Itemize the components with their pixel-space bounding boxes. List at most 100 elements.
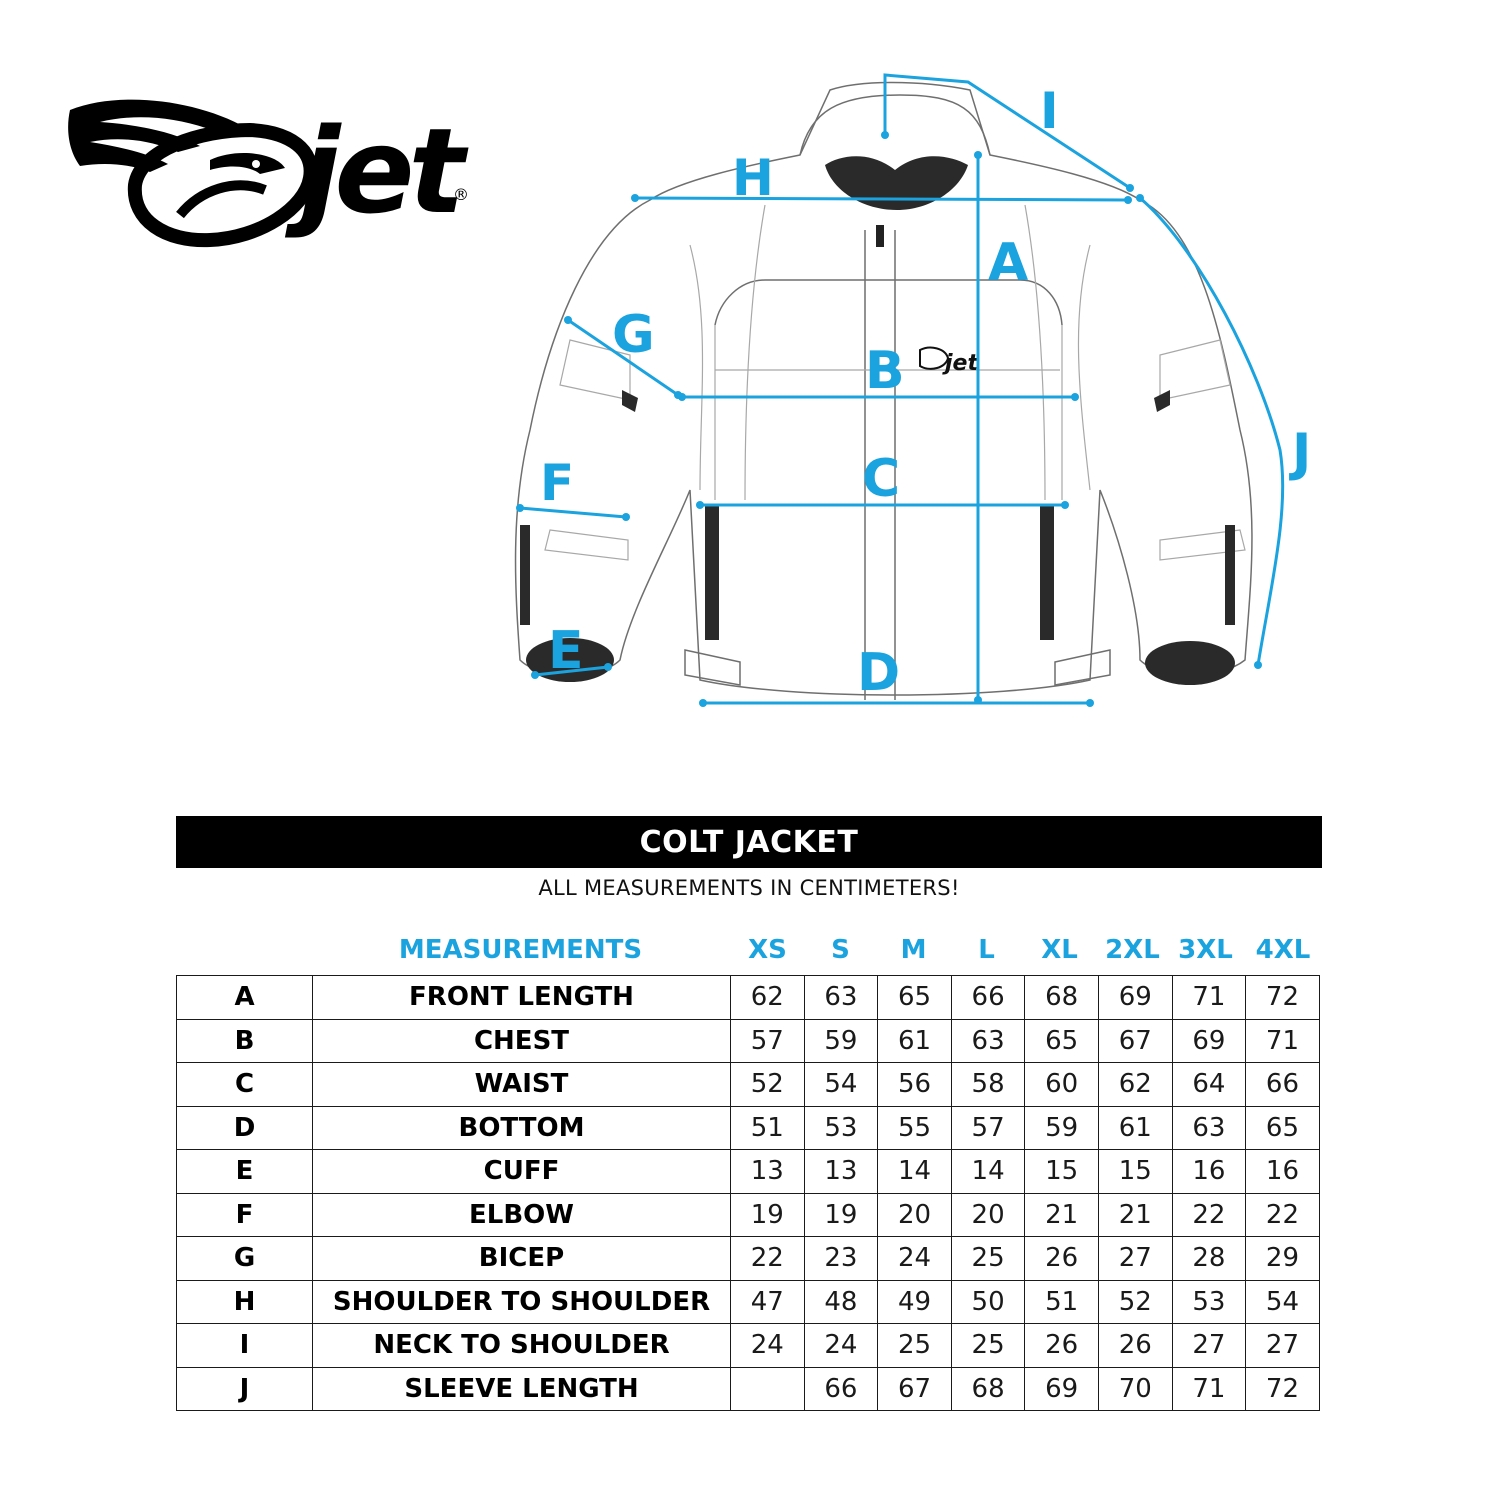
measurement-code: C <box>176 1062 313 1107</box>
product-title: COLT JACKET <box>639 824 859 860</box>
measurement-value: 69 <box>1097 975 1173 1020</box>
measurement-value: 71 <box>1245 1018 1320 1063</box>
measurement-value: 16 <box>1245 1149 1320 1194</box>
measurement-value: 13 <box>730 1149 805 1194</box>
measurement-value <box>730 1366 805 1411</box>
measurement-name: SHOULDER TO SHOULDER <box>312 1279 731 1324</box>
measurement-value: 65 <box>1245 1105 1320 1150</box>
measurement-value: 21 <box>1097 1192 1173 1237</box>
size-header-l: L <box>978 935 995 965</box>
measurement-value: 53 <box>1171 1279 1247 1324</box>
jacket-measurement-diagram: jet A B C <box>514 73 1311 707</box>
measurement-value: 54 <box>1245 1279 1320 1324</box>
measurement-lines <box>516 73 1285 707</box>
measurement-value: 62 <box>1097 1062 1173 1107</box>
measurement-value: 51 <box>1024 1279 1099 1324</box>
measurement-value: 26 <box>1024 1323 1099 1368</box>
measurement-value: 52 <box>730 1062 805 1107</box>
eagle-wing-icon <box>68 99 318 248</box>
label-e: E <box>548 621 584 681</box>
measurement-value: 24 <box>730 1323 805 1368</box>
measurement-name: WAIST <box>312 1062 731 1107</box>
measurement-value: 24 <box>877 1236 952 1281</box>
measurement-name: CHEST <box>312 1018 731 1063</box>
measurement-value: 14 <box>877 1149 952 1194</box>
measurement-code: E <box>176 1149 313 1194</box>
measurement-value: 48 <box>803 1279 879 1324</box>
measurement-value: 54 <box>803 1062 879 1107</box>
registered-mark: ® <box>453 185 469 204</box>
measurement-value: 59 <box>1024 1105 1099 1150</box>
size-header-xs: XS <box>748 935 787 965</box>
measurement-value: 28 <box>1171 1236 1247 1281</box>
measurement-value: 72 <box>1245 1366 1320 1411</box>
measurement-value: 25 <box>950 1323 1026 1368</box>
measurement-value: 66 <box>803 1366 879 1411</box>
measurement-value: 22 <box>1245 1192 1320 1237</box>
measurement-code: B <box>176 1018 313 1063</box>
measurement-value: 23 <box>803 1236 879 1281</box>
label-j: J <box>1289 423 1311 483</box>
measurement-value: 16 <box>1171 1149 1247 1194</box>
measurement-value: 61 <box>1097 1105 1173 1150</box>
measurement-value: 69 <box>1171 1018 1247 1063</box>
measurement-value: 19 <box>730 1192 805 1237</box>
measurement-value: 57 <box>730 1018 805 1063</box>
measurement-name: SLEEVE LENGTH <box>312 1366 731 1411</box>
measurement-name: BICEP <box>312 1236 731 1281</box>
measurement-code: H <box>176 1279 313 1324</box>
label-c: C <box>862 449 900 509</box>
measurement-value: 26 <box>1097 1323 1173 1368</box>
measurement-code: D <box>176 1105 313 1150</box>
measurement-value: 68 <box>1024 975 1099 1020</box>
measurement-value: 50 <box>950 1279 1026 1324</box>
measurement-value: 19 <box>803 1192 879 1237</box>
measurement-value: 22 <box>730 1236 805 1281</box>
measurement-value: 66 <box>950 975 1026 1020</box>
measurement-value: 25 <box>877 1323 952 1368</box>
measurement-value: 65 <box>1024 1018 1099 1063</box>
measurement-value: 65 <box>877 975 952 1020</box>
measurement-value: 27 <box>1097 1236 1173 1281</box>
label-b: B <box>865 341 905 401</box>
chest-logo-text: jet <box>942 351 979 376</box>
measurement-value: 53 <box>803 1105 879 1150</box>
measurement-code: A <box>176 975 313 1020</box>
measurement-value: 60 <box>1024 1062 1099 1107</box>
measurement-value: 63 <box>803 975 879 1020</box>
measurement-name: NECK TO SHOULDER <box>312 1323 731 1368</box>
product-title-bar: COLT JACKET <box>176 816 1322 868</box>
measurement-code: I <box>176 1323 313 1368</box>
label-i: I <box>1040 82 1059 140</box>
measurement-value: 27 <box>1245 1323 1320 1368</box>
measurement-value: 22 <box>1171 1192 1247 1237</box>
measurement-value: 26 <box>1024 1236 1099 1281</box>
label-g: G <box>612 305 655 365</box>
label-f: F <box>540 454 574 512</box>
measurement-value: 57 <box>950 1105 1026 1150</box>
measurement-value: 63 <box>950 1018 1026 1063</box>
measurement-name: FRONT LENGTH <box>312 975 731 1020</box>
jacket-sketch: jet <box>514 81 1253 700</box>
measurement-value: 13 <box>803 1149 879 1194</box>
measurement-value: 52 <box>1097 1279 1173 1324</box>
measurement-value: 71 <box>1171 1366 1247 1411</box>
measurement-value: 56 <box>877 1062 952 1107</box>
measurement-code: J <box>176 1366 313 1411</box>
measurement-value: 47 <box>730 1279 805 1324</box>
label-h: H <box>732 149 774 207</box>
measurement-value: 72 <box>1245 975 1320 1020</box>
measurement-value: 14 <box>950 1149 1026 1194</box>
measurement-value: 67 <box>877 1366 952 1411</box>
measurement-name: ELBOW <box>312 1192 731 1237</box>
measurement-code: F <box>176 1192 313 1237</box>
size-header-s: S <box>831 935 850 965</box>
size-header-4xl: 4XL <box>1255 935 1311 965</box>
measurement-value: 64 <box>1171 1062 1247 1107</box>
measurement-name: CUFF <box>312 1149 731 1194</box>
measurement-value: 63 <box>1171 1105 1247 1150</box>
